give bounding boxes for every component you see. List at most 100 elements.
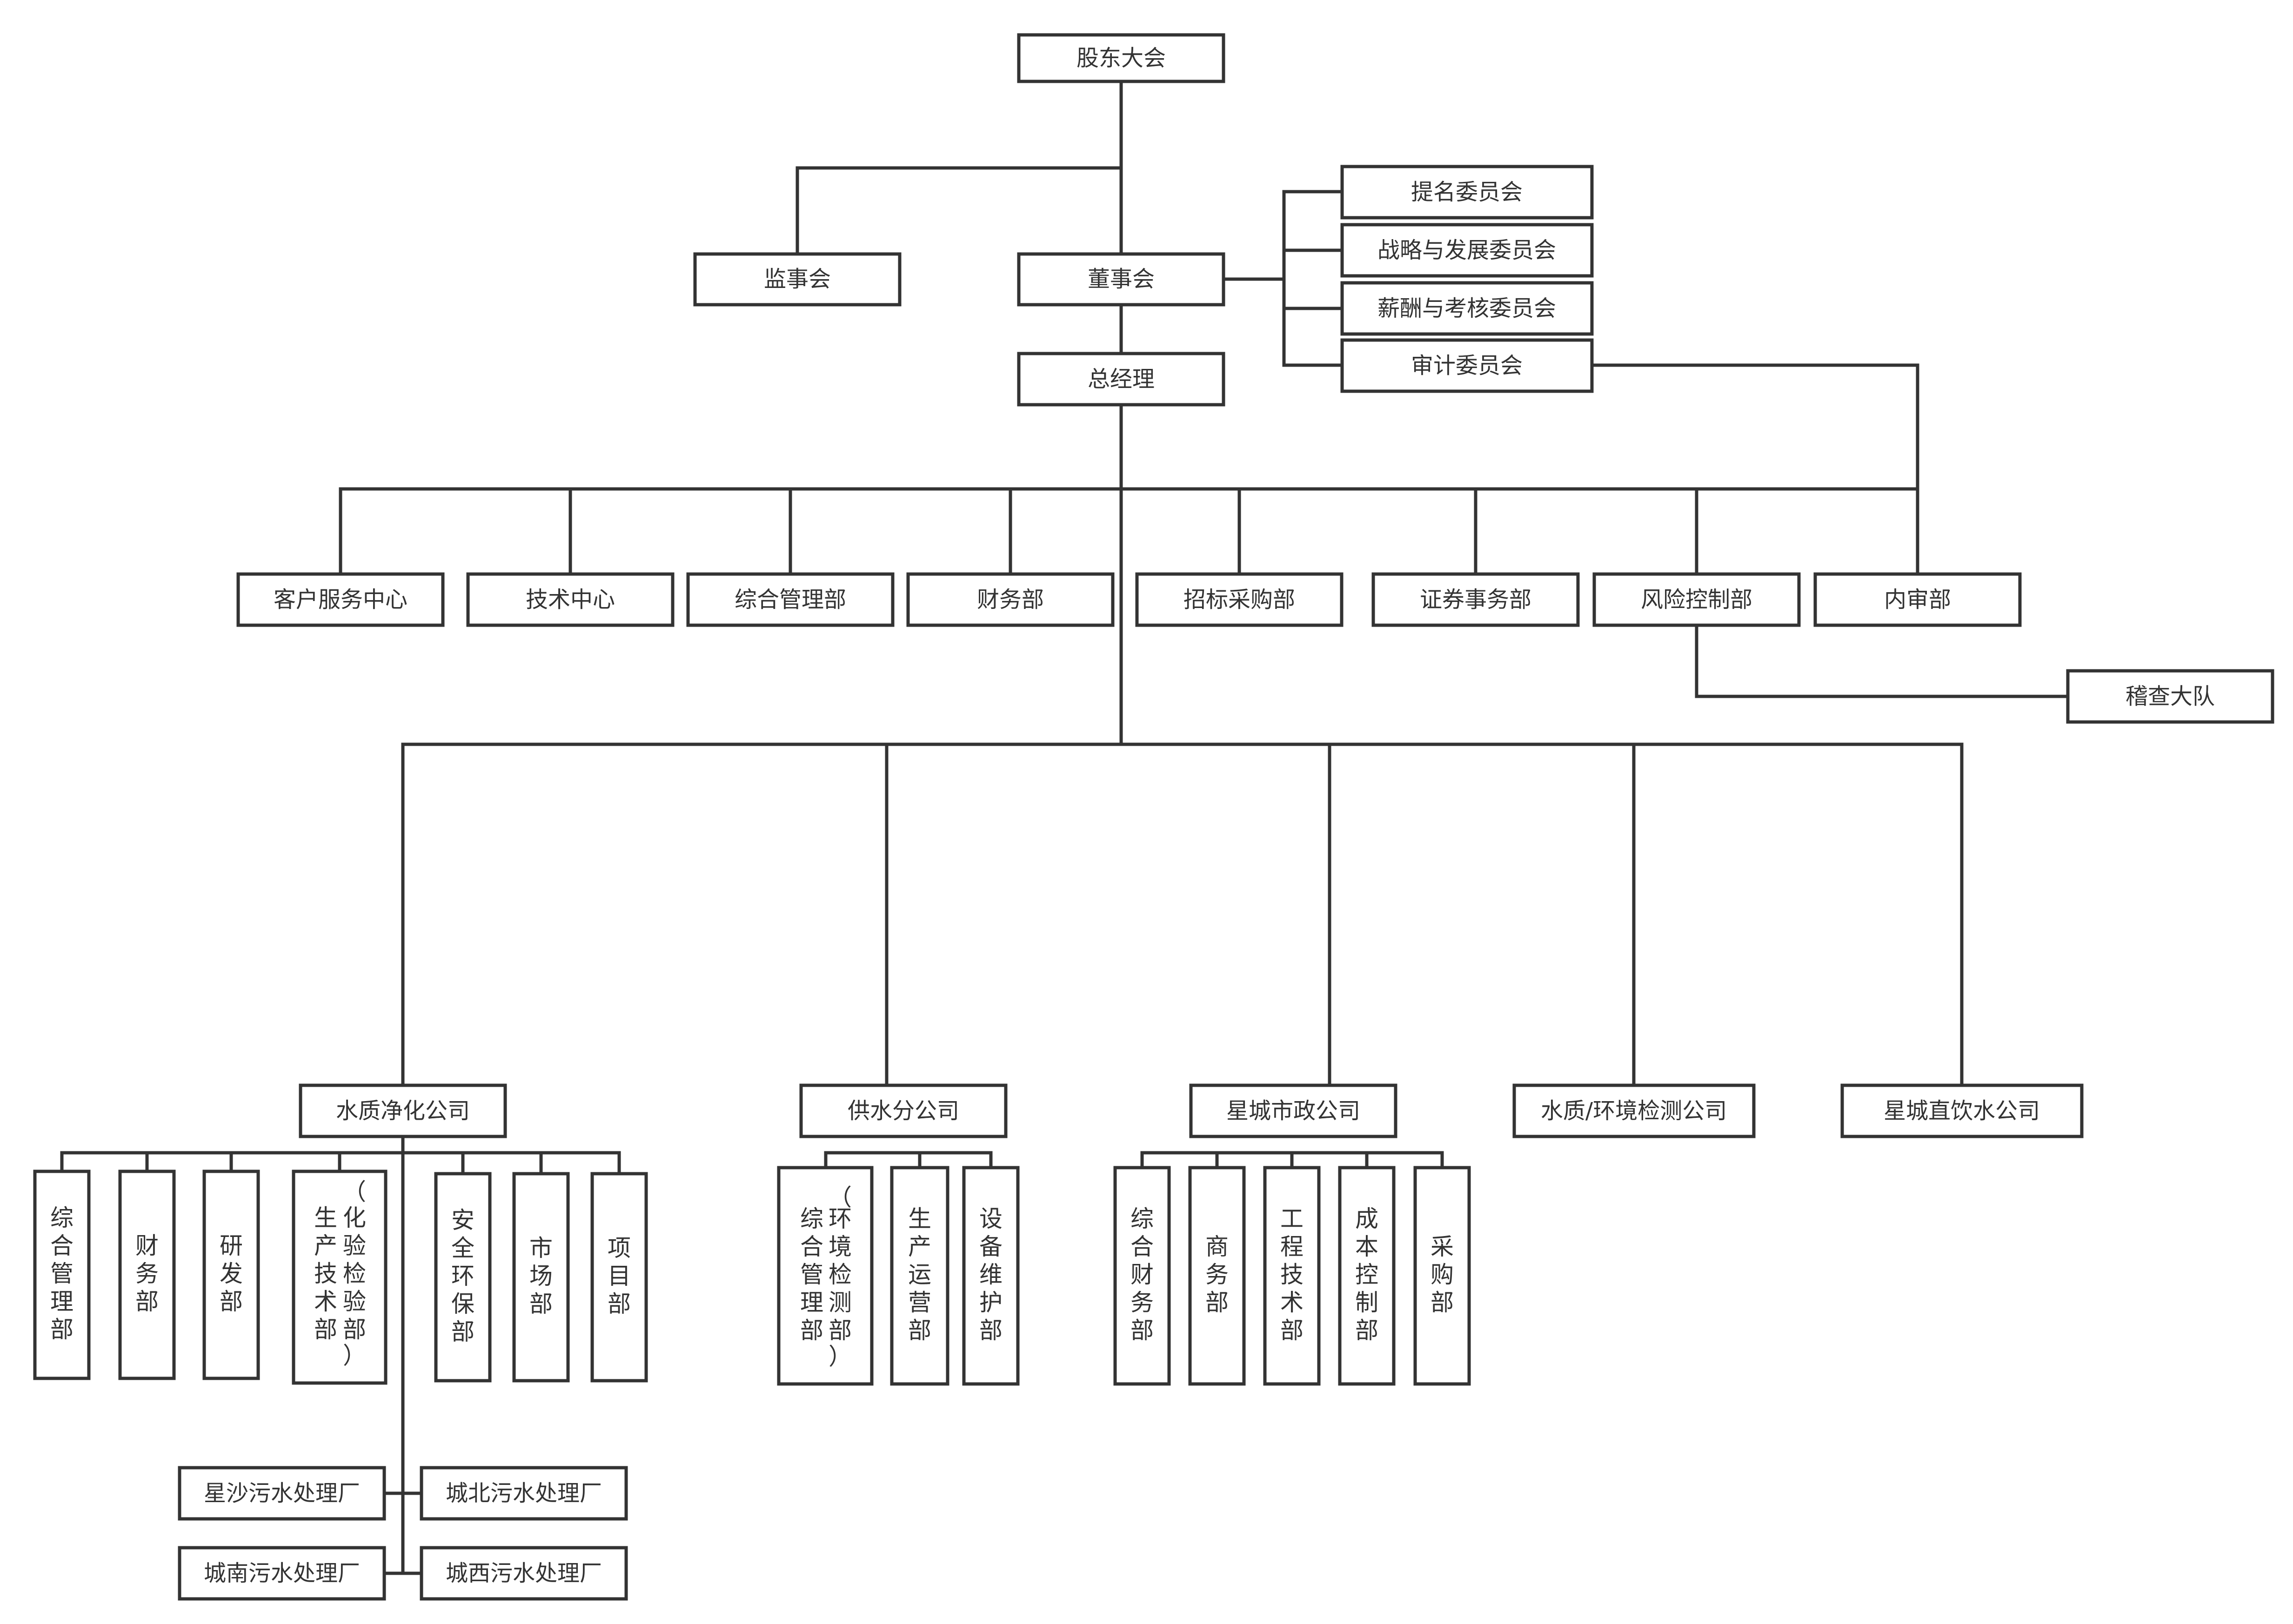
node-technology-center[interactable]: 技术中心 (466, 572, 675, 627)
node-direct-drinking-water-company[interactable]: 星城直饮水公司 (1840, 1083, 2084, 1138)
mc-dept-engineering-c4: 术 (1280, 1289, 1304, 1316)
mc-dept-purchasing-c1: 采 (1431, 1233, 1454, 1260)
wp-dept-safety-env[interactable]: 安 全 环 保 部 (434, 1172, 492, 1383)
wp-dept-general-management-c1: 综 (50, 1204, 74, 1231)
mc-dept-engineering[interactable]: 工 程 技 术 部 (1263, 1166, 1321, 1386)
wp-dept-general-management-c5: 部 (50, 1316, 74, 1343)
node-water-purification-company[interactable]: 水质净化公司 (299, 1083, 507, 1138)
node-internal-audit-dept[interactable]: 内审部 (1813, 572, 2022, 627)
wp-dept-production-tech[interactable]: （ 生 产 技 术 部 化 验 检 验 部 ） (292, 1170, 388, 1385)
wp-dept-production-tech-c4: 技 (314, 1260, 337, 1287)
label-municipal-company: 星城市政公司 (1226, 1098, 1360, 1124)
mc-dept-general-finance[interactable]: 综 合 财 务 部 (1113, 1166, 1171, 1386)
ws-dept-general-management-c7: 环 (829, 1205, 852, 1232)
mc-dept-cost-control[interactable]: 成 本 控 制 部 (1338, 1166, 1396, 1386)
node-xingsha-plant[interactable]: 星沙污水处理厂 (178, 1466, 386, 1521)
node-general-management-dept[interactable]: 综合管理部 (686, 572, 895, 627)
label-risk-control-dept: 风险控制部 (1641, 587, 1752, 613)
wp-dept-finance-c2: 务 (135, 1260, 159, 1287)
node-inspection-team[interactable]: 稽查大队 (2066, 669, 2274, 724)
mc-dept-cost-control-c3: 控 (1355, 1261, 1378, 1288)
node-shareholders[interactable]: 股东大会 (1017, 33, 1225, 83)
ws-dept-equipment-maintenance-c1: 设 (979, 1205, 1003, 1232)
label-nomination-committee: 提名委员会 (1411, 179, 1523, 205)
wp-dept-finance-c3: 部 (135, 1288, 159, 1315)
wp-dept-production-tech-c1: （ (343, 1178, 366, 1205)
ws-dept-general-management-c4: 管 (800, 1261, 823, 1288)
ws-dept-general-management-c12: ） (829, 1343, 852, 1370)
mc-dept-engineering-c1: 工 (1280, 1205, 1304, 1232)
node-audit-committee[interactable]: 审计委员会 (1340, 338, 1594, 393)
wp-dept-market-c2: 场 (529, 1263, 553, 1290)
wp-dept-finance-c1: 财 (135, 1232, 159, 1259)
wp-dept-rnd[interactable]: 研 发 部 (202, 1170, 260, 1380)
node-strategy-committee[interactable]: 战略与发展委员会 (1340, 223, 1594, 278)
ws-dept-equipment-maintenance[interactable]: 设 备 维 护 部 (962, 1166, 1020, 1386)
node-finance-dept[interactable]: 财务部 (906, 572, 1115, 627)
wp-dept-safety-env-c2: 全 (451, 1235, 475, 1262)
node-nomination-committee[interactable]: 提名委员会 (1340, 165, 1594, 220)
ws-dept-general-management-c11: 部 (829, 1317, 852, 1344)
ws-dept-general-management-c5: 理 (800, 1289, 823, 1316)
node-customer-service-center[interactable]: 客户服务中心 (236, 572, 445, 627)
wp-dept-project-c2: 目 (608, 1263, 631, 1290)
node-supervisors[interactable]: 监事会 (693, 252, 902, 307)
node-board[interactable]: 董事会 (1017, 252, 1225, 307)
label-board: 董事会 (1088, 266, 1155, 292)
mc-dept-purchasing-c2: 购 (1431, 1261, 1454, 1288)
node-water-supply-branch[interactable]: 供水分公司 (799, 1083, 1008, 1138)
node-testing-company[interactable]: 水质/环境检测公司 (1512, 1083, 1756, 1138)
label-chengxi-plant: 城西污水处理厂 (446, 1560, 602, 1586)
wp-dept-safety-env-c3: 环 (451, 1263, 475, 1290)
mc-dept-business-c3: 部 (1205, 1289, 1229, 1316)
node-municipal-company[interactable]: 星城市政公司 (1189, 1083, 1397, 1138)
wp-dept-market-c1: 市 (529, 1235, 553, 1262)
ws-dept-general-management-c3: 合 (800, 1233, 823, 1260)
node-securities-affairs-dept[interactable]: 证券事务部 (1371, 572, 1580, 627)
ws-dept-equipment-maintenance-c3: 维 (979, 1261, 1003, 1288)
wp-dept-rnd-c1: 研 (220, 1232, 243, 1259)
mc-dept-purchasing[interactable]: 采 购 部 (1413, 1166, 1471, 1386)
wp-dept-production-tech-c12: ） (343, 1342, 366, 1369)
label-chengbei-plant: 城北污水处理厂 (446, 1480, 602, 1506)
wp-dept-general-management[interactable]: 综 合 管 理 部 (33, 1170, 91, 1380)
label-technology-center: 技术中心 (526, 587, 615, 613)
mc-dept-business-c1: 商 (1205, 1233, 1229, 1260)
wp-dept-project-c1: 项 (608, 1235, 631, 1262)
label-inspection-team: 稽查大队 (2126, 683, 2215, 709)
label-audit-committee: 审计委员会 (1411, 353, 1523, 379)
wp-dept-project[interactable]: 项 目 部 (590, 1172, 648, 1383)
mc-dept-engineering-c2: 程 (1280, 1233, 1304, 1260)
ws-dept-general-management-c1: （ (829, 1184, 852, 1211)
mc-dept-general-finance-c4: 务 (1130, 1289, 1154, 1316)
wp-dept-production-tech-c11: 部 (343, 1316, 366, 1343)
label-strategy-committee: 战略与发展委员会 (1377, 237, 1556, 263)
connector-lines (60, 80, 2070, 1575)
wp-dept-market-c3: 部 (529, 1290, 553, 1317)
wp-dept-finance[interactable]: 财 务 部 (118, 1170, 176, 1380)
mc-dept-business[interactable]: 商 务 部 (1188, 1166, 1246, 1386)
node-risk-control-dept[interactable]: 风险控制部 (1592, 572, 1801, 627)
node-chengxi-plant[interactable]: 城西污水处理厂 (420, 1546, 628, 1601)
label-chengnan-plant: 城南污水处理厂 (204, 1560, 360, 1586)
ws-dept-general-management-c10: 测 (829, 1289, 852, 1316)
ws-dept-general-management[interactable]: （ 综 合 管 理 部 环 境 检 测 部 ） (777, 1166, 874, 1386)
node-procurement-dept[interactable]: 招标采购部 (1135, 572, 1344, 627)
node-compensation-committee[interactable]: 薪酬与考核委员会 (1340, 281, 1594, 336)
ws-dept-production-operations[interactable]: 生 产 运 营 部 (890, 1166, 949, 1386)
node-chengbei-plant[interactable]: 城北污水处理厂 (420, 1466, 628, 1521)
wp-dept-production-tech-c7: 化 (343, 1204, 366, 1231)
label-finance-dept: 财务部 (977, 587, 1044, 613)
mc-dept-cost-control-c1: 成 (1355, 1205, 1378, 1232)
ws-dept-production-operations-c4: 营 (908, 1289, 931, 1316)
node-chengnan-plant[interactable]: 城南污水处理厂 (178, 1546, 386, 1601)
node-general-manager[interactable]: 总经理 (1017, 352, 1225, 407)
label-procurement-dept: 招标采购部 (1183, 587, 1295, 613)
wp-dept-general-management-c2: 合 (50, 1232, 74, 1259)
mc-dept-general-finance-c1: 综 (1130, 1205, 1154, 1232)
mc-dept-general-finance-c5: 部 (1130, 1317, 1154, 1344)
wp-dept-market[interactable]: 市 场 部 (512, 1172, 570, 1383)
label-testing-company: 水质/环境检测公司 (1541, 1098, 1727, 1124)
label-general-management-dept: 综合管理部 (735, 587, 846, 613)
